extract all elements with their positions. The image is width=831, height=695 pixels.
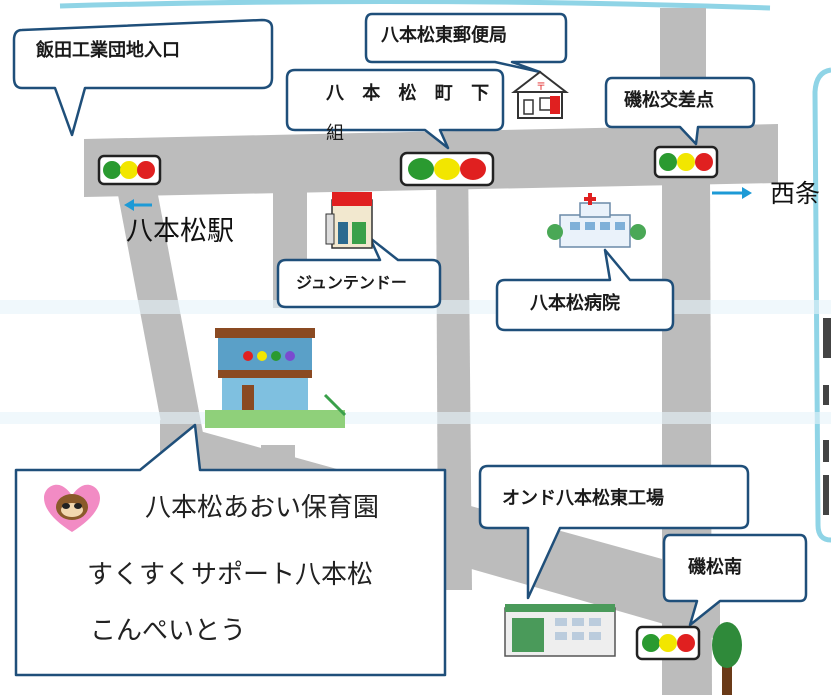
label-machishita-2: 組 bbox=[326, 123, 344, 144]
label-ondo-factory: オンド八本松東工場 bbox=[502, 488, 664, 509]
label-post-office: 八本松東郵便局 bbox=[381, 25, 507, 46]
callout-ondo-factory bbox=[478, 464, 750, 600]
side-panel-mark bbox=[823, 385, 829, 405]
decorative-band bbox=[0, 412, 831, 424]
tanuki-icon bbox=[56, 494, 88, 520]
arrow-left-icon bbox=[124, 199, 152, 211]
juntendo-store-icon bbox=[325, 192, 373, 249]
callout-isomatsu-minami bbox=[662, 533, 808, 627]
nursery-konpeito: こんぺいとう bbox=[90, 616, 247, 646]
callout-hospital bbox=[495, 248, 675, 332]
map-frame-top bbox=[59, 0, 771, 11]
label-saijo: 西条 bbox=[770, 179, 821, 208]
hospital-icon bbox=[547, 193, 646, 248]
traffic-light-icon bbox=[97, 154, 162, 186]
traffic-light-icon bbox=[635, 625, 701, 661]
callout-iida-industrial bbox=[12, 18, 274, 137]
callout-post-office bbox=[364, 12, 568, 74]
side-panel-mark bbox=[823, 318, 831, 358]
label-isomatsu-intersection: 磯松交差点 bbox=[624, 90, 714, 111]
tree-icon bbox=[712, 622, 742, 695]
traffic-light-icon bbox=[653, 145, 719, 179]
side-panel-mark bbox=[823, 440, 829, 462]
factory-icon bbox=[504, 604, 616, 657]
callout-isomatsu-intersection bbox=[604, 76, 756, 146]
nursery-support-name: すくすくサポート八本松 bbox=[87, 560, 374, 590]
label-hospital: 八本松病院 bbox=[530, 293, 620, 314]
side-panel-mark bbox=[823, 475, 829, 515]
callout-machishita bbox=[285, 68, 505, 150]
nursery-building-icon bbox=[205, 328, 347, 428]
post-office-icon: 〒 bbox=[511, 70, 569, 119]
label-yamatsu-station: 八本松駅 bbox=[126, 216, 234, 247]
label-machishita: 八 本 松 町 下 bbox=[326, 83, 496, 104]
nursery-name: 八本松あおい保育園 bbox=[145, 493, 380, 523]
callout-juntendo bbox=[276, 236, 442, 309]
arrow-right-icon bbox=[712, 187, 752, 199]
callout-nursery bbox=[14, 423, 447, 677]
label-isomatsu-minami: 磯松南 bbox=[688, 557, 742, 578]
label-juntendo: ジュンテンドー bbox=[296, 273, 407, 292]
traffic-light-icon bbox=[399, 151, 495, 187]
label-iida-industrial: 飯田工業団地入口 bbox=[36, 40, 180, 61]
svg-text:〒: 〒 bbox=[536, 82, 546, 93]
